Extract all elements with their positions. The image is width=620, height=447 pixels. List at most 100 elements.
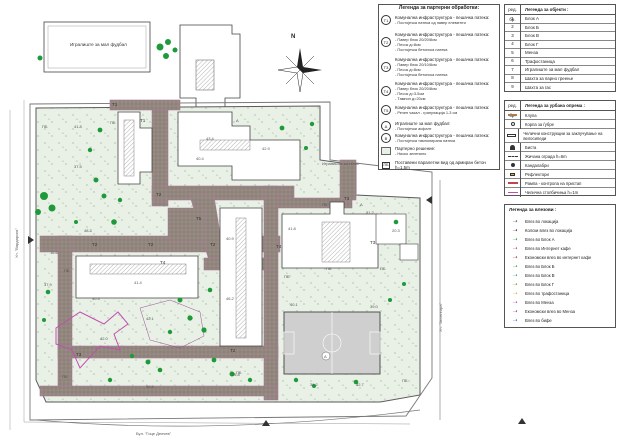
lamp-post-icon	[510, 163, 515, 167]
bike-rack-icon	[507, 134, 517, 137]
bench-icon	[508, 113, 517, 117]
legend-entrance-row: ➝Колски влез во локација	[512, 227, 573, 234]
legend-urban-row: Кандалабри	[505, 160, 615, 170]
arrow-icon: ➝	[512, 281, 518, 288]
svg-text:T3: T3	[344, 196, 350, 201]
block-b	[177, 111, 301, 181]
svg-text:40.9: 40.9	[226, 236, 235, 241]
block-a	[117, 111, 153, 185]
svg-text:40.1: 40.1	[290, 302, 299, 307]
legend-entrance-row: ➝Влез во Менза	[512, 299, 554, 306]
svg-text:A: A	[324, 354, 327, 359]
barrier-icon	[507, 182, 518, 184]
legend-paving-item: A Игралиште за мал фудбал:- Постојечки а…	[379, 121, 499, 131]
arrow-icon: ➝	[512, 245, 518, 252]
legend-paving: Легенда за партерни обработки: T1 Комуна…	[378, 4, 500, 170]
svg-text:ПБ: ПБ	[284, 274, 290, 279]
svg-text:T3: T3	[76, 352, 82, 357]
svg-text:41.8: 41.8	[74, 124, 83, 129]
legend-urban-row: Корпа за ѓубре	[505, 119, 615, 129]
arrow-icon: ➝	[512, 290, 518, 297]
entrance-markers	[28, 196, 526, 426]
area-values: 41.8 37.5 43.4 48.2 42.9 41.4 40.4 40.3 …	[44, 124, 401, 389]
svg-text:32.7: 32.7	[356, 382, 365, 387]
svg-text:16.6: 16.6	[50, 250, 59, 255]
svg-text:46.2: 46.2	[226, 296, 235, 301]
mensa-building	[281, 201, 379, 269]
north-label: N	[291, 34, 295, 40]
svg-text:48.2: 48.2	[84, 228, 93, 233]
arrow-icon: ➝	[512, 317, 518, 324]
arrow-icon: ➝	[512, 227, 518, 234]
block-d	[219, 207, 263, 347]
legend-paving-title: Легенда за партерни обработки:	[398, 5, 480, 11]
legend-entrance-row: ➝Влез во Блок Б	[512, 263, 555, 270]
svg-text:T2: T2	[92, 242, 98, 247]
svg-text:T1: T1	[112, 102, 118, 107]
legend-urban-row: Челична столбичиња h=1m	[505, 188, 615, 197]
arrow-icon: ➝	[512, 299, 518, 306]
reflector-icon	[510, 172, 515, 176]
legend-paving-item: T5 Комунална инфраструктура - пешачка па…	[379, 105, 499, 115]
legend-urban-row: Клупа	[505, 110, 615, 120]
arrow-icon: ➝	[512, 218, 518, 225]
legend-paving-item: T2 Комунална инфраструктура - пешачка па…	[379, 32, 499, 52]
svg-text:37.5: 37.5	[74, 164, 83, 169]
legend-paving-item: T4 Комунална инфраструктура - пешачка па…	[379, 81, 499, 101]
legend-entrance-row: ➝Влез во Блок А	[512, 236, 555, 243]
legend-urban-row: Рефлектори	[505, 169, 615, 179]
legend-paving-item: T3 Комунална инфраструктура - пешачка па…	[379, 57, 499, 77]
svg-text:T2: T2	[210, 242, 216, 247]
svg-text:36.2: 36.2	[310, 382, 319, 387]
svg-text:T3: T3	[370, 240, 376, 245]
label-playground-top: Игралиште за мал фудбал	[70, 42, 127, 47]
star-path	[55, 299, 205, 369]
legend-paving-item: T1 Комунална инфраструктура - пешачка па…	[379, 15, 499, 25]
legend-entrance-row: ➝Економски влез во интернет кафе	[512, 254, 592, 261]
svg-text:37.9: 37.9	[44, 282, 53, 287]
svg-text:T4: T4	[160, 260, 166, 265]
paths	[39, 99, 357, 401]
playground-top: Игралиште за мал фудбал	[43, 21, 151, 73]
trees	[35, 121, 406, 388]
arrow-icon: ➝	[512, 236, 518, 243]
svg-text:ПБ: ПБ	[322, 202, 328, 207]
legend-urban-row: Биста	[505, 142, 615, 152]
label-tennis: Игралиште за тенис	[322, 161, 359, 166]
svg-text:40.4: 40.4	[196, 156, 205, 161]
legend-entrance-row: ➝Економски влез во Менза	[512, 308, 575, 315]
svg-text:42.9: 42.9	[262, 146, 271, 151]
legend-entrance-row: ➝Влез во локација	[512, 218, 559, 225]
svg-text:ПБ: ПБ	[402, 378, 408, 383]
legend-urban-row: Рампа - контрола на пристап	[505, 178, 615, 188]
path-codes: T1 T2 T2 T2 T2 T2 T3 T3 T3 T4 T4 T5 T1	[76, 102, 376, 357]
arrow-icon: ➝	[512, 308, 518, 315]
svg-text:T2: T2	[148, 242, 154, 247]
svg-text:25.8: 25.8	[232, 372, 241, 377]
legend-entrance-row: ➝Влез во Интернет кафе	[512, 245, 571, 252]
svg-text:ПБ: ПБ	[64, 268, 70, 273]
svg-text:26.5: 26.5	[146, 384, 155, 389]
arrow-icon: ➝	[512, 263, 518, 270]
arrow-icon: ➝	[512, 254, 518, 261]
svg-text:ПБ: ПБ	[380, 266, 386, 271]
block-c	[75, 255, 199, 299]
svg-text:ПБ: ПБ	[326, 266, 332, 271]
legend-entrance-row: ➝Влез во Блок В	[512, 272, 555, 279]
legend-entrance-row: ➝Влез во трафостаница	[512, 290, 570, 297]
plan-letters: A A ПБ ПБ ПБ ПБ ПБ ПБ ПБ ПБ ПБ ПБ	[42, 118, 408, 383]
legend-urban: ред. бр. Легенда за урбана опрема : Клуп…	[504, 100, 616, 197]
street-left-label: Ул. "Вардарска"	[14, 228, 19, 258]
legend-entrances: Легенда за влезови : ➝Влез во локација ➝…	[504, 204, 616, 328]
legend-urban-row: Жичана ограда h=6m	[505, 151, 615, 161]
svg-text:ПБ: ПБ	[62, 374, 68, 379]
svg-text:ПБ: ПБ	[110, 120, 116, 125]
svg-text:T4: T4	[276, 244, 282, 249]
site-boundary	[29, 101, 433, 421]
